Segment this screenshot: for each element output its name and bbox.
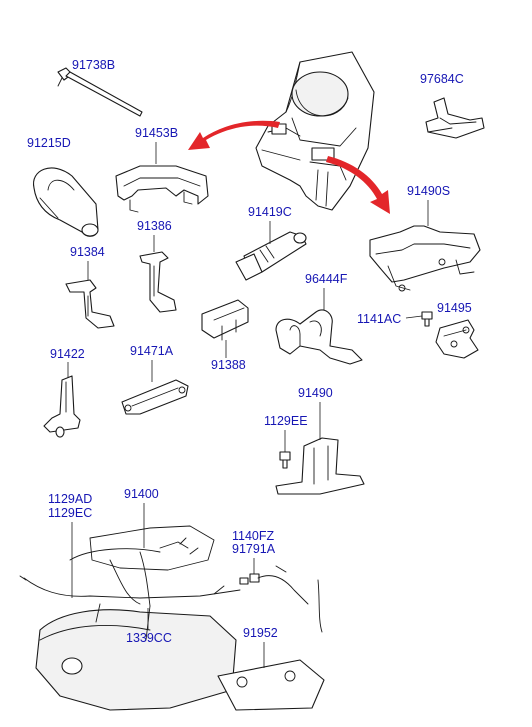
label-91490S: 91490S [407, 184, 450, 198]
part-91215D-grommet [33, 167, 99, 237]
label-91215D: 91215D [27, 136, 71, 150]
label-91791A: 91791A [232, 542, 276, 556]
part-91791A-sensor-wire [249, 565, 323, 633]
arrow-to-91453B [188, 120, 280, 150]
part-91738B-cable-tie [57, 67, 143, 117]
engine-housing-illustration [255, 51, 375, 211]
label-91453B: 91453B [135, 126, 178, 140]
label-97684C: 97684C [420, 72, 464, 86]
part-91386-bracket [139, 251, 177, 313]
label-1339CC: 1339CC [126, 631, 172, 645]
part-91495-bracket [435, 319, 479, 359]
label-1129EC: 1129EC [48, 506, 92, 520]
part-91490-bracket [275, 437, 365, 495]
label-91952: 91952 [243, 626, 278, 640]
label-91471A: 91471A [130, 344, 174, 358]
part-91422-bracket [43, 375, 81, 438]
part-1141AC-bolt [421, 311, 433, 327]
label-91419C: 91419C [248, 205, 292, 219]
part-97684C-clip [425, 97, 485, 139]
label-1129EE: 1129EE [264, 414, 308, 428]
label-91490: 91490 [298, 386, 333, 400]
label-1140FZ: 1140FZ [232, 529, 275, 543]
label-91495: 91495 [437, 301, 472, 315]
part-91400-wiring-harness [19, 525, 249, 711]
part-1129EE-bolt [279, 451, 291, 469]
label-91422: 91422 [50, 347, 85, 361]
label-1141AC: 1141AC [357, 312, 401, 326]
part-91453B-cover [115, 165, 209, 213]
part-91388-clip [201, 299, 249, 341]
label-91384: 91384 [70, 245, 105, 259]
part-91490S-bracket [369, 225, 481, 292]
label-91388: 91388 [211, 358, 246, 372]
label-96444F: 96444F [305, 272, 348, 286]
part-91419C-connector [235, 231, 307, 281]
part-91384-bracket [65, 279, 115, 329]
part-91952-plate [217, 659, 325, 711]
arrow-to-91490S [326, 156, 390, 214]
part-96444F-bracket [275, 309, 363, 365]
label-91386: 91386 [137, 219, 172, 233]
part-91471A-retainer [121, 379, 189, 415]
label-1129AD: 1129AD [48, 492, 92, 506]
label-91738B: 91738B [72, 58, 115, 72]
label-91400: 91400 [124, 487, 159, 501]
